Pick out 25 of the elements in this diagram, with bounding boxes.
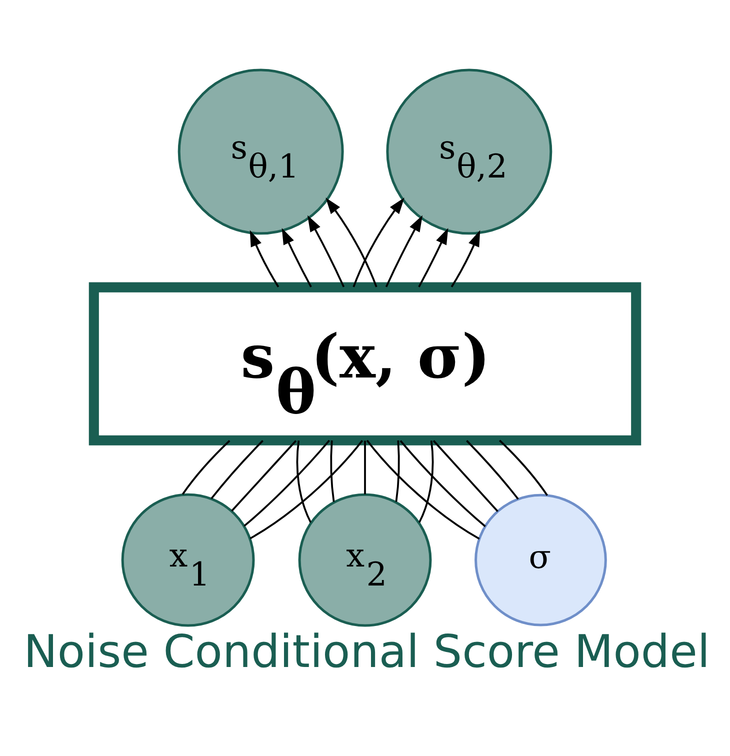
arrow — [307, 215, 345, 288]
connector — [231, 440, 297, 512]
arrow — [282, 228, 312, 288]
arrow — [352, 198, 404, 288]
connector — [244, 440, 330, 527]
arrow — [250, 230, 280, 288]
connector — [499, 440, 548, 496]
connector — [432, 440, 498, 512]
connector — [466, 440, 519, 500]
connector — [296, 440, 312, 523]
connector — [366, 440, 480, 540]
connector — [210, 440, 264, 500]
node-circle: σ — [474, 494, 607, 626]
connector — [418, 440, 434, 523]
connector — [250, 440, 364, 540]
connector — [364, 440, 366, 494]
connector — [182, 440, 230, 495]
arrow — [326, 198, 378, 288]
arrow — [385, 215, 423, 288]
connector — [400, 440, 486, 528]
arrow — [450, 230, 480, 288]
connector — [330, 440, 335, 502]
caption: Noise Conditional Score Model — [24, 624, 710, 678]
connector — [395, 440, 400, 502]
arrow — [418, 228, 448, 288]
